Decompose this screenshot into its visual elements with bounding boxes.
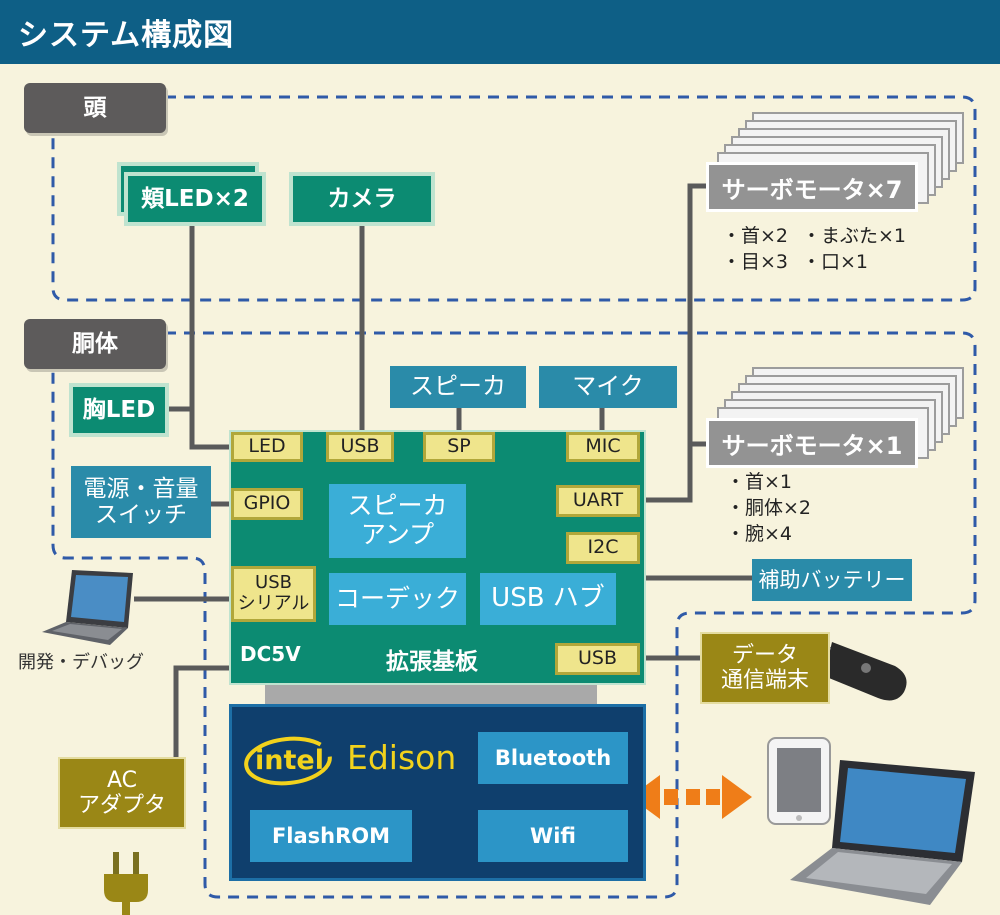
- servo-head-note-neck: ・首×2: [722, 225, 789, 247]
- servo-body-label: サーボモータ×1: [706, 418, 918, 468]
- board-name-label: 拡張基板: [386, 649, 478, 675]
- data-terminal-box: データ 通信端末: [700, 632, 830, 704]
- port-gpio: GPIO: [231, 488, 303, 520]
- laptop-large-icon: [790, 760, 975, 905]
- wire-cheek-led: [189, 225, 231, 450]
- wireless-arrow: [630, 775, 752, 819]
- wire-ac: [173, 665, 231, 757]
- servo-head-label: サーボモータ×7: [706, 162, 918, 212]
- port-usb-top: USB: [326, 432, 394, 462]
- edison-product-text: Edison: [347, 738, 457, 777]
- codec-box: コーデック: [329, 573, 466, 625]
- aux-battery-box: 補助バッテリー: [752, 559, 912, 601]
- servo-head-note-eyelid: ・まぶた×1: [802, 225, 907, 247]
- intel-swoosh-icon: [244, 736, 332, 786]
- cheek-led-box: 頬LED×2: [124, 172, 266, 226]
- bluetooth-box: Bluetooth: [478, 732, 628, 784]
- intel-logo: intel: [244, 734, 334, 788]
- wire-servo: [646, 183, 710, 503]
- plug-icon: [104, 852, 148, 915]
- speaker-amp-box: スピーカ アンプ: [329, 484, 466, 558]
- torso-section-outline: [51, 331, 977, 899]
- servo-body-note-neck: ・首×1: [726, 471, 793, 493]
- servo-body-note-arm: ・腕×4: [726, 523, 793, 545]
- port-usb-bottom: USB: [555, 643, 640, 675]
- port-mic: MIC: [566, 432, 640, 462]
- usb-hub-box: USB ハブ: [480, 573, 616, 625]
- dc5v-label: DC5V: [240, 642, 301, 666]
- power-switch-box: 電源・音量 スイッチ: [71, 466, 211, 538]
- port-i2c: I2C: [566, 532, 640, 564]
- servo-body-note-torso: ・胴体×2: [726, 497, 812, 519]
- servo-head-note-mouth: ・口×1: [802, 251, 869, 273]
- laptop-small-icon: [42, 570, 133, 645]
- head-section-outline: [51, 95, 977, 302]
- page-title: システム構成図: [18, 18, 235, 53]
- speaker-box: スピーカ: [390, 366, 526, 408]
- mic-box: マイク: [539, 366, 677, 408]
- port-led: LED: [231, 432, 303, 462]
- camera-box: カメラ: [289, 172, 435, 226]
- port-sp: SP: [423, 432, 495, 462]
- phone-icon: [767, 737, 831, 825]
- torso-section-tab: 胴体: [24, 319, 166, 369]
- port-usb-serial: USB シリアル: [231, 566, 316, 622]
- head-section-tab: 頭: [24, 83, 166, 133]
- ac-adapter-box: AC アダプタ: [58, 757, 186, 829]
- wifi-box: Wifi: [478, 810, 628, 862]
- title-bar: システム構成図: [0, 0, 1000, 64]
- servo-head-note-eye: ・目×3: [722, 251, 789, 273]
- intel-brand-text: intel: [255, 745, 324, 776]
- chest-led-box: 胸LED: [69, 383, 169, 437]
- board-connector: [265, 685, 597, 705]
- port-uart: UART: [556, 485, 640, 517]
- dev-debug-label: 開発・デバッグ: [18, 652, 144, 673]
- flashrom-box: FlashROM: [250, 810, 412, 862]
